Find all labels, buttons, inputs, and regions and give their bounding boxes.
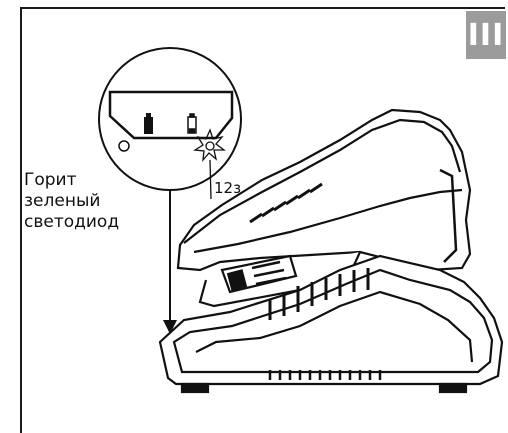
page-border-top <box>20 7 505 9</box>
step-badge: III <box>466 11 506 59</box>
battery-low-icon <box>187 113 197 134</box>
pointer-arrow <box>163 190 177 334</box>
led-glow-icon <box>193 128 226 163</box>
power-led-icon <box>118 140 130 152</box>
timer-label: 12з <box>214 179 242 197</box>
timer-leader-line <box>209 159 212 200</box>
charger-base <box>158 254 504 394</box>
led-caption: Горит зеленый светодиод <box>24 170 119 233</box>
caption-line-1: Горит <box>24 170 77 190</box>
caption-line-2: зеленый <box>24 191 101 211</box>
indicator-callout <box>98 47 242 191</box>
battery-full-icon <box>144 113 153 134</box>
page-border-left <box>20 7 22 433</box>
caption-line-3: светодиод <box>24 212 120 232</box>
